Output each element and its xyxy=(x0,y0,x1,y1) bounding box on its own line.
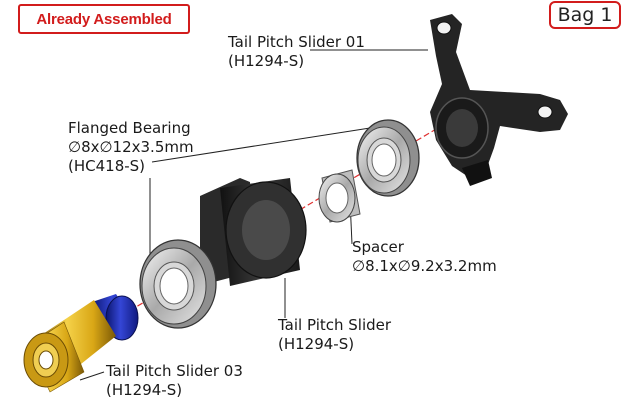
label-spacer: Spacer ∅8.1x∅9.2x3.2mm xyxy=(352,238,497,276)
part-name: Tail Pitch Slider 01 xyxy=(228,33,365,51)
label-flanged-bearing: Flanged Bearing ∅8x∅12x3.5mm (HC418-S) xyxy=(68,119,194,176)
part-spec: ∅8.1x∅9.2x3.2mm xyxy=(352,257,497,275)
tail-pitch-slider-03-part xyxy=(23,294,139,393)
part-name: Tail Pitch Slider 03 xyxy=(106,362,243,380)
flanged-bearing-upper-part xyxy=(356,119,420,197)
part-code: (H1294-S) xyxy=(106,381,183,399)
label-tail-pitch-slider-01: Tail Pitch Slider 01 (H1294-S) xyxy=(228,33,365,71)
part-name: Tail Pitch Slider xyxy=(278,316,392,334)
leader-slider03 xyxy=(79,371,105,381)
already-assembled-badge: Already Assembled xyxy=(18,4,190,34)
flanged-bearing-lower-part xyxy=(139,239,217,329)
spacer-part xyxy=(318,169,361,223)
tail-pitch-slider-01-part xyxy=(430,14,568,186)
tail-pitch-slider-part xyxy=(200,178,307,286)
label-tail-pitch-slider-03: Tail Pitch Slider 03 (H1294-S) xyxy=(106,362,243,400)
part-code: (H1294-S) xyxy=(278,335,355,353)
part-code: (HC418-S) xyxy=(68,157,146,175)
part-spec: ∅8x∅12x3.5mm xyxy=(68,138,194,156)
leader-bearing-top xyxy=(151,127,371,163)
part-name: Spacer xyxy=(352,238,404,256)
bag-number-badge: Bag 1 xyxy=(549,1,621,29)
label-tail-pitch-slider: Tail Pitch Slider (H1294-S) xyxy=(278,316,391,354)
part-name: Flanged Bearing xyxy=(68,119,191,137)
part-code: (H1294-S) xyxy=(228,52,305,70)
